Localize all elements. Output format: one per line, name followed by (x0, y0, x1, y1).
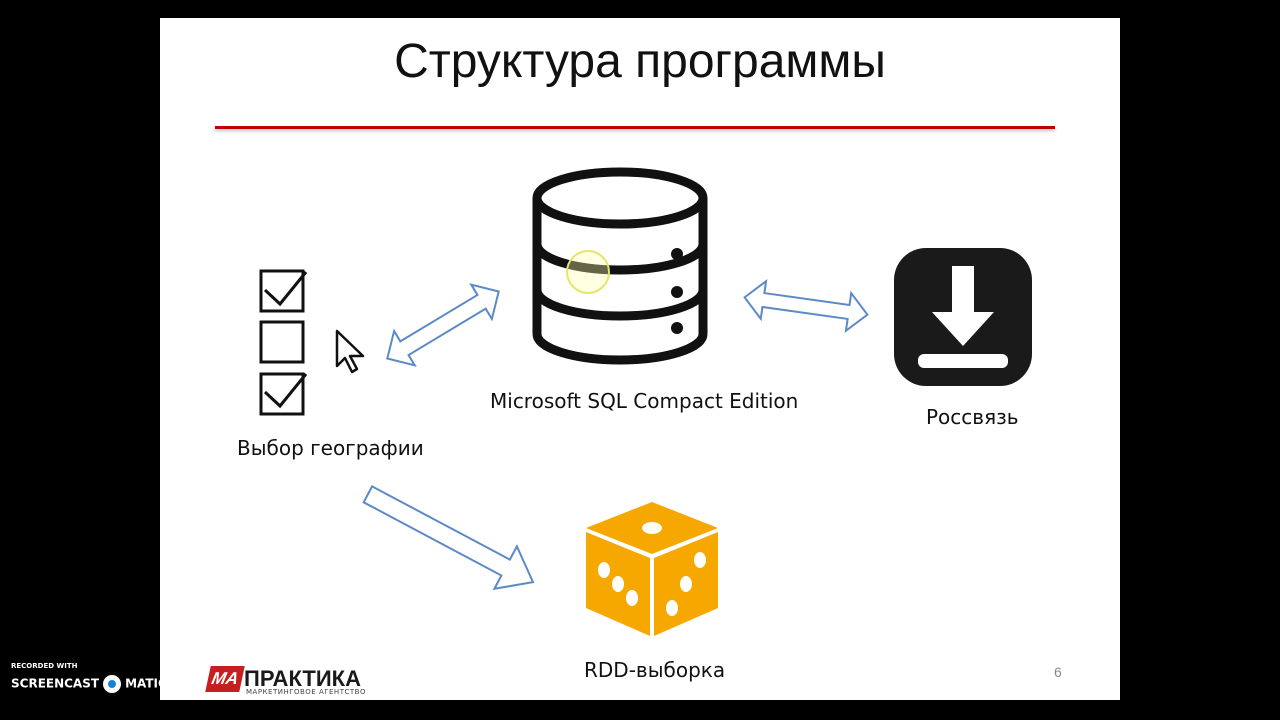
rossvyaz-label: Россвязь (926, 405, 1019, 429)
cursor-icon (335, 329, 365, 374)
slide: Структура программы Выбор географии Micr… (160, 18, 1120, 700)
page-number: 6 (1054, 664, 1062, 680)
checklist-icon (259, 269, 308, 416)
connector-arrows (362, 278, 869, 591)
download-icon (894, 248, 1032, 386)
arrow-geography-database (386, 283, 500, 367)
logo-tagline: МАРКЕТИНГОВОЕ АГЕНТСТВО (246, 688, 366, 696)
logo-name: ПРАКТИКА (244, 666, 361, 691)
watermark-right: MATIC (125, 676, 167, 691)
title-underline (215, 126, 1055, 129)
recorded-with-label: RECORDED WITH (11, 662, 78, 670)
database-icon (532, 167, 708, 365)
watermark-left: SCREENCAST (11, 676, 100, 691)
dice-icon (586, 502, 718, 636)
company-logo: МА ПРАКТИКА МАРКЕТИНГОВОЕ АГЕНТСТВО (205, 666, 368, 696)
record-icon (103, 675, 122, 693)
database-label: Microsoft SQL Compact Edition (490, 389, 799, 413)
screencast-watermark: SCREENCAST MATIC (11, 675, 167, 693)
slide-title: Структура программы (394, 35, 886, 88)
geography-label: Выбор географии (237, 436, 424, 460)
rdd-label: RDD-выборка (584, 658, 726, 682)
arrow-database-rossvyaz (743, 278, 869, 334)
arrow-geography-rdd (362, 485, 535, 591)
logo-mark: МА (205, 666, 245, 692)
